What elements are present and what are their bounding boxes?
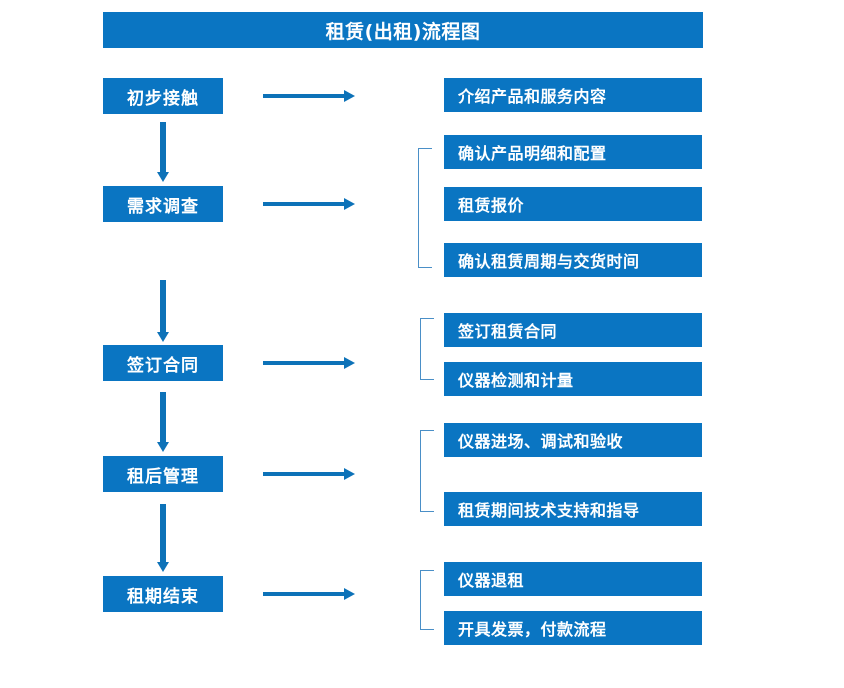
link-arrow-right-4 — [263, 468, 355, 480]
link-arrow-right-5 — [263, 588, 355, 600]
stage-box-租后管理[interactable]: 租后管理 — [103, 456, 223, 492]
arrow-head-icon — [157, 562, 169, 572]
arrow-shaft — [263, 202, 344, 206]
arrow-head-icon — [157, 172, 169, 182]
arrow-shaft — [263, 472, 344, 476]
detail-box-开具发票付款流程[interactable]: 开具发票，付款流程 — [444, 611, 702, 645]
arrow-shaft — [263, 592, 344, 596]
page-title: 租赁(出租)流程图 — [103, 12, 703, 48]
flow-arrow-down-4 — [157, 504, 169, 572]
arrow-head-icon — [344, 198, 355, 210]
link-arrow-right-1 — [263, 90, 355, 102]
detail-box-仪器进场调试和验收[interactable]: 仪器进场、调试和验收 — [444, 423, 702, 457]
arrow-head-icon — [157, 332, 169, 342]
arrow-shaft — [160, 122, 166, 172]
detail-box-介绍产品和服务内容[interactable]: 介绍产品和服务内容 — [444, 78, 702, 112]
flow-arrow-down-1 — [157, 122, 169, 182]
stage-box-签订合同[interactable]: 签订合同 — [103, 345, 223, 381]
group-bracket-签订合同 — [420, 318, 434, 380]
flow-arrow-down-2 — [157, 280, 169, 342]
detail-box-仪器退租[interactable]: 仪器退租 — [444, 562, 702, 596]
arrow-shaft — [263, 361, 344, 365]
group-bracket-需求调查 — [418, 148, 432, 268]
detail-box-确认产品明细和配置[interactable]: 确认产品明细和配置 — [444, 135, 702, 169]
arrow-head-icon — [344, 90, 355, 102]
stage-box-初步接触[interactable]: 初步接触 — [103, 78, 223, 114]
arrow-head-icon — [344, 468, 355, 480]
detail-box-确认租赁周期与交货时间[interactable]: 确认租赁周期与交货时间 — [444, 243, 702, 277]
detail-box-租赁期间技术支持和指导[interactable]: 租赁期间技术支持和指导 — [444, 492, 702, 526]
arrow-head-icon — [344, 588, 355, 600]
arrow-head-icon — [344, 357, 355, 369]
arrow-shaft — [160, 280, 166, 332]
arrow-shaft — [160, 392, 166, 442]
group-bracket-租后管理 — [420, 430, 434, 512]
detail-box-签订租赁合同[interactable]: 签订租赁合同 — [444, 313, 702, 347]
stage-box-需求调查[interactable]: 需求调查 — [103, 186, 223, 222]
flow-arrow-down-3 — [157, 392, 169, 452]
stage-box-租期结束[interactable]: 租期结束 — [103, 576, 223, 612]
arrow-head-icon — [157, 442, 169, 452]
arrow-shaft — [160, 504, 166, 562]
link-arrow-right-2 — [263, 198, 355, 210]
detail-box-租赁报价[interactable]: 租赁报价 — [444, 187, 702, 221]
detail-box-仪器检测和计量[interactable]: 仪器检测和计量 — [444, 362, 702, 396]
group-bracket-租期结束 — [420, 570, 434, 630]
arrow-shaft — [263, 94, 344, 98]
link-arrow-right-3 — [263, 357, 355, 369]
